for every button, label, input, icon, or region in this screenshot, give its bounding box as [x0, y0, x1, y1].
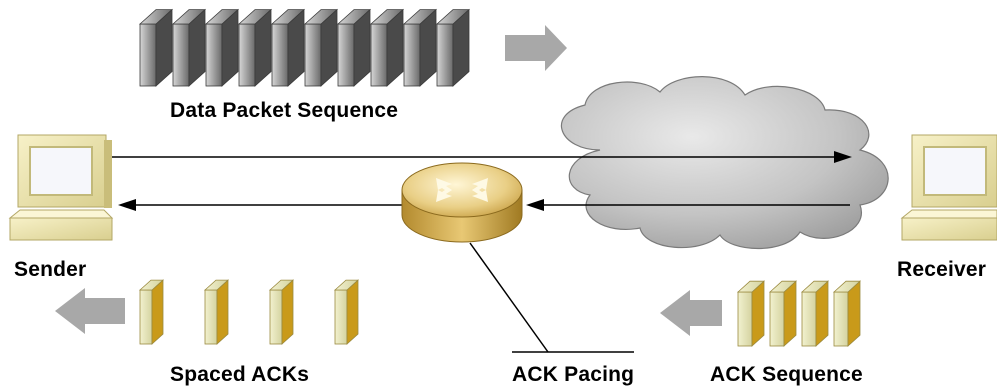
arrow-left-icon — [55, 288, 125, 334]
data-packet — [303, 8, 339, 87]
spaced-ack-packet — [138, 279, 165, 345]
ack-sequence-packet — [800, 280, 830, 347]
data-packet — [171, 8, 207, 87]
data-packet — [369, 8, 405, 87]
cloud-icon — [561, 76, 889, 249]
ack-sequence-packet — [832, 280, 862, 347]
arrow-right-icon — [505, 25, 567, 71]
spaced-acks — [138, 279, 360, 345]
data-packet — [402, 8, 438, 87]
ack-sequence — [736, 280, 862, 347]
data-packet — [435, 8, 471, 87]
ack-sequence-label: ACK Sequence — [710, 363, 863, 386]
receiver-computer-icon — [900, 134, 997, 241]
data-packet-sequence-label: Data Packet Sequence — [170, 99, 399, 122]
data-packet — [270, 8, 306, 87]
spaced-ack-packet — [268, 279, 295, 345]
data-flow-arrow — [112, 151, 852, 163]
data-packet — [138, 8, 174, 87]
ack-sequence-packet — [768, 280, 798, 347]
ack-return-arrow-cloud — [526, 199, 850, 211]
spaced-ack-packet — [333, 279, 360, 345]
data-packet — [204, 8, 240, 87]
sender-computer-icon — [8, 134, 114, 241]
data-packet — [336, 8, 372, 87]
ack-pacing-label: ACK Pacing — [512, 363, 635, 386]
spaced-ack-packet — [203, 279, 230, 345]
spaced-acks-label: Spaced ACKs — [170, 363, 310, 386]
ack-pacing-connector — [469, 242, 634, 353]
ack-sequence-packet — [736, 280, 766, 347]
arrow-left-icon — [660, 290, 722, 336]
data-packet — [237, 8, 273, 87]
sender-label: Sender — [14, 258, 87, 281]
ack-return-arrow-sender — [118, 199, 402, 211]
router-icon — [401, 162, 523, 243]
receiver-label: Receiver — [897, 258, 987, 281]
data-packet-sequence — [138, 8, 471, 87]
